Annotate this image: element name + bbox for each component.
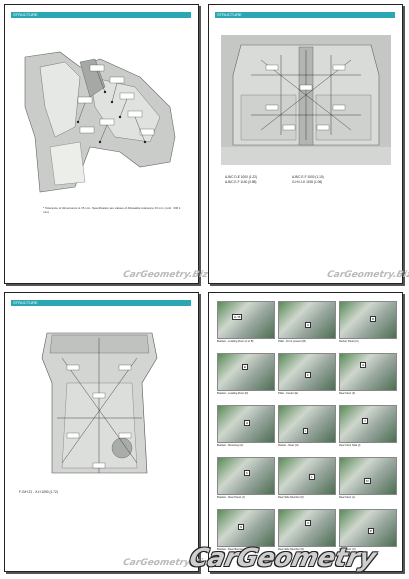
photo-caption: Rear Side Member (N) — [278, 548, 305, 551]
photo-caption: Rear Floor (L) — [339, 496, 356, 499]
point-label: O — [305, 520, 312, 526]
photo-caption: Rear Floor (F) — [339, 392, 356, 395]
document-page-3: STRUCTURE F-G/H Z1 - X-H 1090 (1.72) Car… — [4, 292, 209, 572]
spec-line-4: G-H/I J-K 1195 (1.06) — [292, 180, 323, 184]
point-label: P — [368, 528, 375, 534]
point-label: E — [242, 364, 249, 370]
photo-cell: G — [339, 353, 397, 391]
page-header-bar: STRUCTURE — [11, 300, 191, 306]
point-label: D — [370, 316, 377, 322]
point-label: L — [309, 474, 315, 480]
point-label: I — [303, 428, 308, 434]
body-side-structure-diagram — [24, 51, 176, 193]
point-label: G — [360, 362, 367, 368]
photo-caption: Rear Floor (O) — [339, 548, 356, 551]
photo-cell: H — [217, 405, 275, 443]
photo-cell: C — [278, 301, 336, 339]
photo-cell: L — [278, 457, 336, 495]
point-label: N — [238, 524, 245, 530]
document-page-2: STRUCTURE A-B/C D-E 1000 (1.22) A-B/C E-… — [208, 4, 409, 284]
point-label: F — [305, 372, 311, 378]
point-label: C — [305, 322, 312, 328]
photo-cell: E — [217, 353, 275, 391]
photo-cell: M — [339, 457, 397, 495]
photo-cell: D — [339, 301, 397, 339]
tolerance-note: * Tolerance of dimensions is ±5 mm. Spec… — [43, 206, 181, 214]
spec-line-2: A-B/C E-F 1140 (0.88) — [225, 180, 257, 184]
rear-floor-diagram — [41, 332, 158, 474]
photo-cell: P — [339, 509, 397, 547]
spec-line-1: A-B/C D-E 1000 (1.22) — [225, 175, 258, 179]
photo-caption: Rocker Panel (C) — [339, 340, 359, 343]
photo-caption: Bracket - Loading Floor (A to B) — [217, 340, 254, 343]
photo-caption: Bracket - Mounting (G) — [217, 444, 244, 447]
page-watermark: CarGeometry.Biz — [121, 270, 209, 280]
photo-caption: Bracket - Rear Bumper (M) — [217, 548, 249, 551]
point-label: K — [244, 470, 251, 476]
photo-caption: Rear Side Member (K) — [278, 496, 304, 499]
photo-cell: N — [217, 509, 275, 547]
photo-cell: F — [278, 353, 336, 391]
main-watermark: CarGeometry — [186, 543, 379, 572]
photo-caption: Bracket - Loading Floor (D) — [217, 392, 249, 395]
document-page-1: STRUCTURE * Tolerance of dimensions is ±… — [4, 4, 209, 284]
photo-cell: I — [278, 405, 336, 443]
spec-line-3: A-B/C E-F 1000 (1.10) — [292, 175, 324, 179]
photo-caption: Rear Floor Side (I) — [339, 444, 361, 447]
page-watermark: CarGeometry.Biz — [325, 270, 409, 280]
photo-cell: A / B — [217, 301, 275, 339]
photo-caption: Pillar - Front (Lower) (B) — [278, 340, 306, 343]
point-label: J — [362, 418, 368, 424]
photo-grid: A / B Bracket - Loading Floor (A to B) C… — [217, 301, 397, 561]
page-header-bar: STRUCTURE — [215, 12, 395, 18]
photo-cell: O — [278, 509, 336, 547]
photo-cell: J — [339, 405, 397, 443]
point-label: M — [364, 478, 371, 484]
photo-cell: K — [217, 457, 275, 495]
spec-line-1: F-G/H Z1 - X-H 1090 (1.72) — [19, 490, 58, 494]
point-label: H — [244, 420, 251, 426]
photo-caption: Rocker - Rear (H) — [278, 444, 299, 447]
underbody-floor-diagram — [221, 35, 391, 165]
photo-caption: Bracket - Rear Panel (J) — [217, 496, 245, 499]
photo-caption: Pillar - Center (E) — [278, 392, 299, 395]
page-header-bar: STRUCTURE — [11, 12, 191, 18]
document-page-4: A / B Bracket - Loading Floor (A to B) C… — [208, 292, 403, 572]
point-label: A / B — [232, 314, 243, 320]
